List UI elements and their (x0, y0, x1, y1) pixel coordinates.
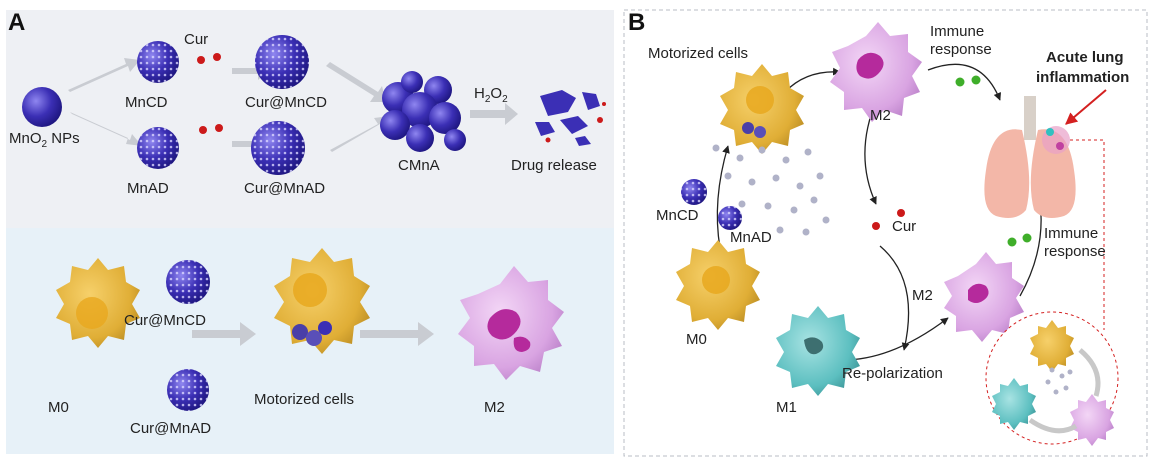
mnad-particle-b (718, 206, 742, 230)
panel-a-arrows (68, 58, 518, 346)
panel-b: B (623, 9, 1148, 457)
label-m0-b: M0 (686, 331, 707, 348)
label-m2-top: M2 (870, 107, 891, 124)
mnad-particle (137, 127, 179, 169)
label-m1: M1 (776, 399, 797, 416)
cur-dot (215, 124, 223, 132)
mncd-particle-b (681, 179, 707, 205)
drug-release-fragments (535, 90, 606, 146)
cur-dot (197, 56, 205, 64)
label-motorized-cells-b: Motorized cells (648, 45, 748, 62)
label-m0: M0 (48, 399, 69, 416)
label-cur-mncd: Cur@MnCD (245, 94, 327, 111)
label-cur-mnad: Cur@MnAD (244, 180, 325, 197)
cmna-aggregate (380, 71, 466, 152)
label-immune-mid-2: response (1044, 243, 1106, 260)
m1-cell (776, 306, 860, 396)
m0-cell (56, 258, 140, 348)
m2-cell (458, 266, 564, 380)
cur-dot-b (897, 209, 905, 217)
m2-cell-mid (944, 252, 1024, 342)
label-immune-top-2: response (930, 41, 992, 58)
label-immune-mid-1: Immune (1044, 225, 1098, 242)
motorized-cell-b (720, 64, 804, 154)
cur-dot-b (872, 222, 880, 230)
panel-a-top-background (6, 10, 614, 228)
immune-dot (1007, 237, 1017, 247)
label-cur-mncd-bottom: Cur@MnCD (124, 312, 206, 329)
label-cur: Cur (184, 31, 208, 48)
label-repolarization: Re-polarization (842, 365, 943, 382)
label-mnad-b: MnAD (730, 229, 772, 246)
inflammation-arrow (1065, 89, 1107, 125)
label-acute-lung-2: inflammation (1036, 69, 1129, 86)
label-cur-mnad-bottom: Cur@MnAD (130, 420, 211, 437)
label-immune-top-1: Immune (930, 23, 984, 40)
immune-dot (971, 75, 981, 85)
label-mncd: MnCD (125, 94, 168, 111)
cur-mnad-particle-bottom (167, 369, 209, 411)
panel-a-letter: A (8, 9, 25, 36)
label-m2: M2 (484, 399, 505, 416)
mncd-particle (137, 41, 179, 83)
panel-b-border (623, 9, 1148, 457)
label-cmna: CMnA (398, 157, 440, 174)
m0-cell-b (676, 240, 760, 330)
released-particles (712, 144, 830, 236)
cur-mncd-particle-bottom (166, 260, 210, 304)
cur-mnad-particle (251, 121, 305, 175)
cur-dot (213, 53, 221, 61)
label-cur-b: Cur (892, 218, 916, 235)
label-drug-release: Drug release (511, 157, 597, 174)
label-acute-lung-1: Acute lung (1046, 49, 1124, 66)
lungs (984, 96, 1076, 218)
label-m2-mid: M2 (912, 287, 933, 304)
motorized-cell (274, 248, 370, 354)
label-mncd-b: MnCD (656, 207, 699, 224)
panel-a: A (6, 9, 614, 454)
immune-dot (1022, 233, 1032, 243)
cur-mncd-particle (255, 35, 309, 89)
label-mnad: MnAD (127, 180, 169, 197)
mno2-nanoparticle (22, 87, 62, 127)
label-h2o2: H2O2 (474, 85, 508, 105)
panel-b-letter: B (628, 9, 645, 36)
m2-cell-top (830, 22, 922, 122)
immune-dot (955, 77, 965, 87)
label-mno2-nps: MnO2 NPs (9, 130, 80, 150)
zoom-inset (985, 311, 1119, 446)
label-motorized-cells: Motorized cells (254, 391, 354, 408)
cur-dot (199, 126, 207, 134)
